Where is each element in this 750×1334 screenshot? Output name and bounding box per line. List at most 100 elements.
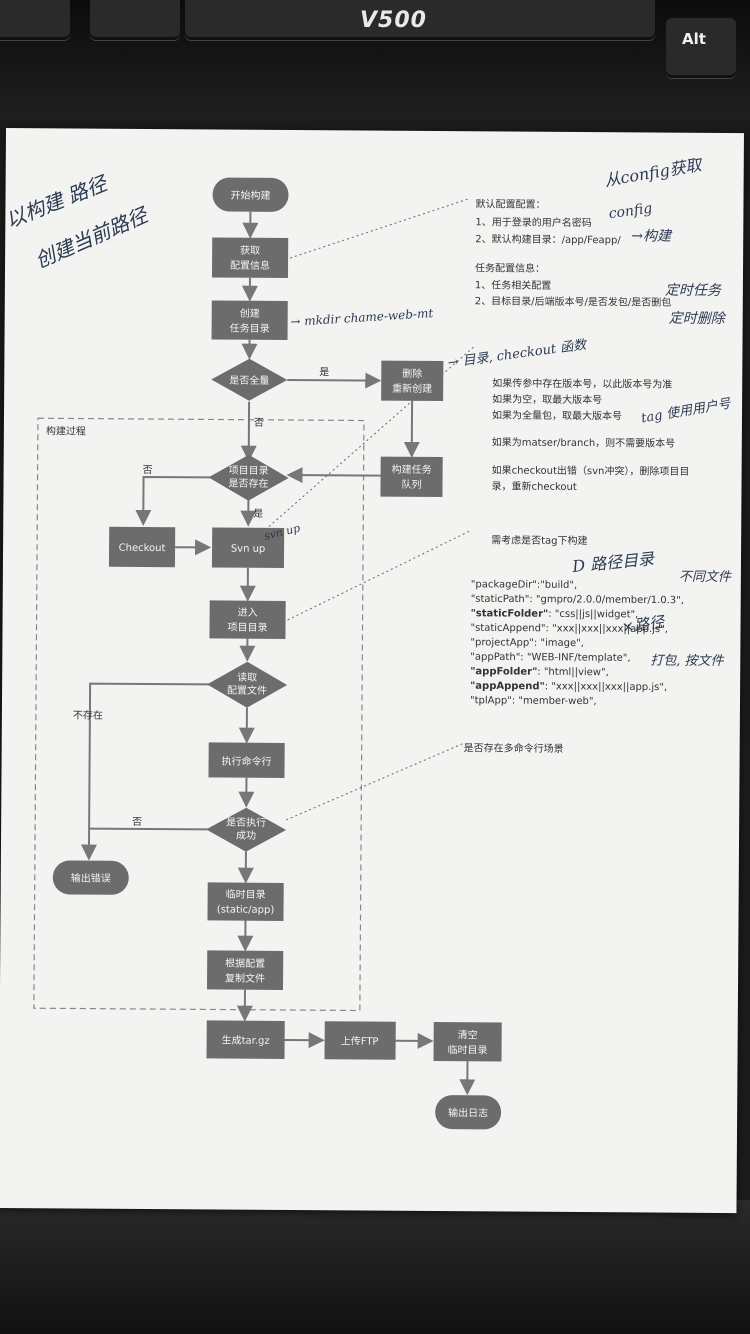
- node-checkout-label: Checkout: [119, 543, 166, 554]
- edge-label-yes-exists: 是: [253, 508, 263, 520]
- config-json-value: : "css||js||widget",: [548, 609, 638, 621]
- paper-sheet: 构建过程 开始构建 获取 配置信息 创建 任务目录: [0, 128, 744, 1214]
- node-clear-temp-label-2: 临时目录: [448, 1043, 488, 1056]
- edge-label-yes-full: 是: [319, 366, 329, 378]
- node-build-queue-label-1: 构建任务: [392, 463, 432, 476]
- keyboard-key: [90, 0, 180, 40]
- node-copy-files-label-2: 复制文件: [225, 972, 265, 985]
- node-temp-dir-label-2: (static/app): [217, 904, 275, 915]
- edge-label-not-exists: 不存在: [73, 708, 103, 721]
- node-exec-cmd: [208, 742, 285, 778]
- node-start: [212, 177, 289, 212]
- node-enter-dir-label-1: 进入: [238, 607, 258, 619]
- note-link-tag: [287, 530, 470, 621]
- node-output-error: [52, 860, 129, 895]
- edge-ok-error: [89, 827, 209, 831]
- config-json-line: "appFolder": "html||view",: [470, 666, 609, 678]
- edge-read-error: [80, 682, 210, 861]
- node-delete-rebuild: [381, 360, 444, 402]
- node-gen-targz: [206, 1020, 285, 1059]
- handwriting-build-dir: D 路径目录: [570, 549, 655, 576]
- node-start-label: 开始构建: [230, 189, 270, 202]
- node-exec-ok-label-2: 成功: [236, 830, 256, 842]
- handwriting-right-2: ×路径: [621, 613, 668, 637]
- build-process-group: [33, 417, 365, 1012]
- node-create-dir: [211, 300, 288, 340]
- config-json-value: : "html||view",: [537, 667, 609, 678]
- keyboard-spacebar: [185, 0, 655, 40]
- note-version-rule-6: 录，重新checkout: [491, 479, 576, 493]
- edge-queue-exists: [286, 467, 381, 484]
- edge-label-no-exec: 否: [132, 816, 142, 828]
- edge-full-delete: [287, 372, 382, 389]
- config-json-line: "appAppend": "xxx||xxx||xxx||app.js",: [470, 681, 667, 693]
- note-version-rule-4: 如果为matser/branch，则不需要版本号: [492, 435, 675, 449]
- config-json-line: "packageDir":"build",: [471, 579, 577, 591]
- config-json-key: "staticAppend": [470, 623, 545, 635]
- node-get-config-label-2: 配置信息: [230, 259, 270, 272]
- node-create-dir-label-2: 任务目录: [230, 322, 270, 335]
- note-version-rule-5: 如果checkout出错（svn冲突），删除项目目: [492, 463, 690, 477]
- keyboard-background: V500 Alt: [0, 0, 750, 120]
- config-json-line: "staticFolder": "css||js||widget",: [471, 608, 639, 620]
- node-dir-exists: [208, 454, 289, 501]
- node-enter-dir-label-2: 项目目录: [227, 622, 267, 634]
- node-dir-exists-label-2: 是否存在: [228, 477, 268, 490]
- note-task-config-line-2: 2、目标目录/后端版本号/是否发包/是否删包: [475, 294, 672, 308]
- config-json-key: "appPath": [470, 652, 520, 663]
- note-version-rule-3: 如果为全量包，取最大版本号: [492, 408, 622, 422]
- config-json-key: "staticPath": [471, 594, 530, 605]
- keyboard-brand: V500: [360, 8, 427, 33]
- handwriting-config-fetch-1: 从config获取: [603, 155, 705, 190]
- note-default-config-title: 默认配置配置：: [475, 197, 545, 210]
- note-version-rule-2: 如果为空，取最大版本号: [492, 392, 602, 406]
- config-json-line: "staticAppend": "xxx||xxx||xxx||app.js",: [470, 623, 668, 635]
- node-delete-rebuild-label-1: 删除: [402, 367, 422, 380]
- node-output-log: [435, 1095, 502, 1130]
- config-json-key: "tplApp": [470, 695, 512, 706]
- desk-surface: [0, 1200, 750, 1334]
- note-multi-cmd: 是否存在多命令行场景: [464, 741, 564, 755]
- config-json-value: : "member-web",: [512, 696, 597, 708]
- config-json-line: "staticPath": "gmpro/2.0.0/member/1.0.3"…: [471, 594, 684, 606]
- note-tag: 需考虑是否tag下构建: [491, 533, 587, 547]
- node-build-queue-label-2: 队列: [401, 478, 421, 491]
- group-label: 构建过程: [46, 424, 86, 437]
- config-json-line: "appPath": "WEB-INF/template",: [470, 652, 630, 664]
- note-default-config-line-2: 2、默认构建目录：/app/Feapp/: [475, 232, 621, 246]
- edge-exists-checkout: [135, 475, 211, 526]
- node-temp-dir-label-1: 临时目录: [226, 888, 266, 901]
- node-checkout: [108, 526, 176, 568]
- note-default-config-line-1: 1、用于登录的用户名密码: [475, 215, 591, 229]
- node-gen-targz-label: 生成tar.gz: [222, 1034, 270, 1047]
- config-json-block: "packageDir":"build", "staticPath": "gmpr…: [470, 579, 684, 707]
- handwriting-arrow-note: →构建: [631, 228, 673, 244]
- node-exec-cmd-label: 执行命令行: [222, 755, 272, 768]
- handwriting-timer-2: 定时删除: [669, 311, 727, 327]
- note-task-config-title: 任务配置信息：: [475, 261, 545, 274]
- node-output-log-label: 输出日志: [448, 1106, 488, 1119]
- node-svn-up-label: Svn up: [231, 544, 266, 555]
- node-clear-temp-label-1: 清空: [458, 1028, 478, 1041]
- node-svn-up: [211, 527, 285, 568]
- node-temp-dir: [207, 882, 284, 921]
- node-clear-temp: [433, 1022, 502, 1062]
- node-enter-dir: [209, 600, 286, 639]
- node-copy-files: [206, 950, 284, 990]
- alt-key-label: Alt: [682, 30, 706, 48]
- config-json-key: "projectApp": [470, 637, 534, 648]
- node-read-config-label-1: 读取: [237, 671, 257, 684]
- config-json-value: :"build",: [537, 580, 577, 591]
- keyboard-key: [0, 0, 70, 40]
- config-json-value: : "image",: [534, 638, 584, 649]
- node-read-config-label-2: 配置文件: [227, 684, 267, 697]
- note-version-rule-1: 如果传参中存在版本号，以此版本号为准: [492, 376, 672, 390]
- edge-label-no-full: 否: [254, 417, 264, 429]
- node-build-queue: [380, 456, 443, 498]
- handwriting-right-1: 不同文件: [679, 569, 732, 585]
- node-delete-rebuild-label-2: 重新创建: [392, 382, 432, 395]
- note-link-multicmd: [285, 742, 464, 821]
- node-get-config-label-1: 获取: [240, 245, 260, 257]
- node-is-full: [211, 358, 288, 401]
- node-upload-ftp: [324, 1021, 396, 1060]
